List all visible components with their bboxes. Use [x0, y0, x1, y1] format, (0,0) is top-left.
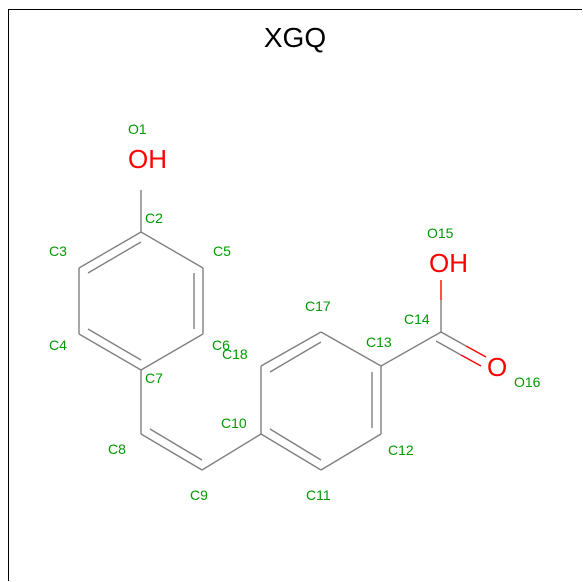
atom-labels: O1 C2 C3 C4 C5 C6 C7 C8 C9 C10 C11 C12 C…	[49, 121, 541, 503]
bond-c14-o16-grey-b	[435, 340, 462, 356]
atom-label-c18: C18	[222, 346, 248, 362]
bond-c14-o16-red-a	[465, 345, 487, 358]
molecule-title: XGQ	[264, 22, 326, 53]
bond-c4-c7-inner	[87, 328, 142, 361]
atom-label-c10: C10	[221, 415, 247, 431]
atom-label-c14: C14	[404, 311, 430, 327]
bond-c12-c11	[320, 433, 382, 471]
bond-c18-c17	[260, 331, 322, 367]
bond-c8-c9-inner	[149, 428, 203, 461]
atom-label-c12: C12	[388, 442, 414, 458]
bond-c18-c17-inner	[269, 341, 322, 373]
bonds	[78, 190, 487, 471]
bond-c2-c3	[78, 231, 142, 269]
bond-c2-c3-inner	[87, 241, 142, 274]
atom-label-o15: O15	[427, 225, 454, 241]
molecule-frame	[8, 9, 582, 581]
atom-label-c17: C17	[305, 298, 331, 314]
bond-c7-c6	[140, 333, 204, 371]
bond-c14-o16-red-b	[460, 354, 482, 367]
bond-c4-c7	[78, 333, 142, 371]
atom-label-c9: C9	[190, 487, 208, 503]
bond-c8-c9	[140, 433, 203, 471]
hetero-atoms: OH OH O	[128, 144, 507, 382]
bond-c5-c2	[140, 231, 204, 269]
bond-c11-c10-inner	[269, 428, 322, 461]
atom-label-c3: C3	[49, 243, 67, 259]
atom-label-c4: C4	[49, 337, 67, 353]
bond-c14-o16-grey-a	[440, 331, 467, 347]
bond-c17-c13	[320, 331, 382, 367]
atom-label-c5: C5	[213, 243, 231, 259]
bond-c9-c10	[201, 433, 262, 471]
atom-label-c8: C8	[108, 441, 126, 457]
atom-label-c11: C11	[306, 487, 331, 503]
atom-label-c2: C2	[145, 210, 163, 226]
hydroxyl-label-2: OH	[429, 248, 468, 278]
atom-label-o16: O16	[514, 374, 541, 390]
hydroxyl-label-1: OH	[128, 144, 167, 174]
carbonyl-oxygen-label: O	[487, 352, 507, 382]
atom-label-c13: C13	[366, 334, 392, 350]
atom-label-c6: C6	[212, 337, 230, 353]
bond-c13-c14	[380, 331, 442, 367]
atom-label-c7: C7	[145, 370, 163, 386]
bond-c11-c10	[260, 433, 322, 471]
atom-label-o1: O1	[128, 121, 147, 137]
